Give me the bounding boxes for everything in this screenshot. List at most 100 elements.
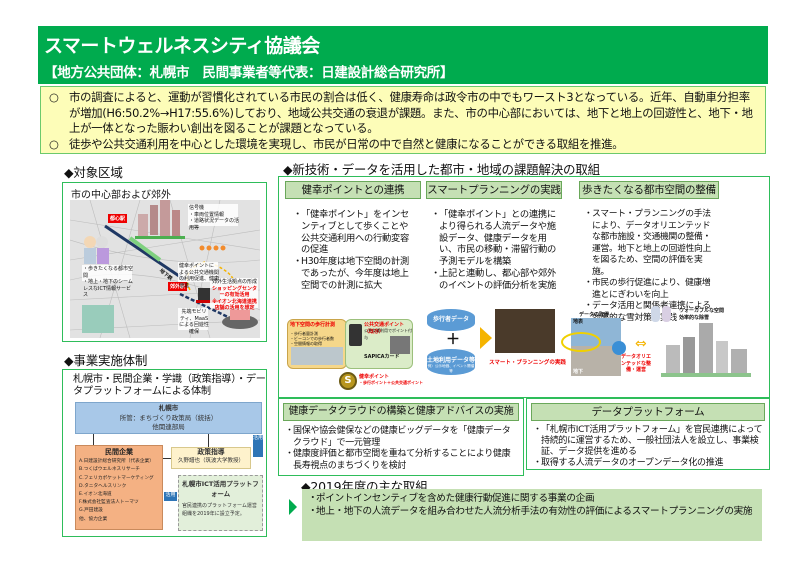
bullet-text: H30年度は地下空間の計測であったが、今年度は地上空間での計測に拡大 bbox=[301, 256, 409, 291]
double-arrow-icon: ⇔ bbox=[635, 336, 647, 352]
triangle-arrow-icon bbox=[289, 499, 297, 515]
area-map: 都心駅 郊外駅 地下鉄 信号機 ・車両位置情報 ・道路状況データの活用等 ・歩き… bbox=[70, 200, 260, 338]
org-platform-name: 札幌市ICT活用プラットフォーム bbox=[182, 480, 259, 498]
map-caption: 市の中心部および郊外 bbox=[71, 190, 171, 201]
org-policy-name: 政策指導 bbox=[197, 448, 225, 456]
summary-text: 市の調査によると、運動が習慣化されている市民の割合は低く、健康寿命は政令市の中で… bbox=[69, 90, 753, 135]
summary-item: ○ 市の調査によると、運動が習慣化されている市民の割合は低く、健康寿命は政令市の… bbox=[49, 90, 757, 137]
bullet-text: 市民の歩行促進により、健康増進とにぎわいを向上 bbox=[592, 278, 711, 300]
transit-point-panel: 公共交通ポイント（既存） 公共交通利用でポイント付与 SAPICAカード bbox=[345, 319, 413, 369]
fy2019-box: ・ポイントインセンティブを含めた健康行動促進に関する事業の企画 ・地上・地下の人… bbox=[302, 489, 762, 541]
health-point-sub: ・歩行ポイント＋公共交通ポイント bbox=[359, 380, 423, 385]
bullet-text: スマート・プランニングの手法により、データオリエンテッドな都市施設・交通機関の整… bbox=[592, 209, 711, 277]
pedestrian-data-label: 歩行者データ bbox=[432, 316, 469, 323]
data-platform-title: データプラットフォーム bbox=[531, 403, 765, 421]
transit-point-title: 公共交通ポイント（既存） bbox=[364, 322, 405, 335]
health-point-bullets: ・「健幸ポイント」をインセンティブとして歩くことや公共交通利用への行動変容の促進… bbox=[293, 209, 411, 292]
page-subtitle: 【地方公共団体：札幌市 民間事業者等代表：日建設計総合研究所】 bbox=[44, 65, 454, 81]
smart-planning-caption: スマート・プランニングの実践 bbox=[489, 360, 566, 366]
transit-point-sub: 公共交通利用でポイント付与 bbox=[364, 328, 412, 340]
data-platform-bullets: ・「札幌市ICT活用プラットフォーム」を官民連携によって持続的に運営するため、一… bbox=[533, 425, 765, 469]
underground-measure-title: 地下空間の歩行計測 bbox=[290, 322, 336, 328]
pedestrian-data-db-icon: 歩行者データ bbox=[427, 309, 475, 331]
bullet-text: 地上・地下の人流データを組み合わせた人流分析手法の有効性の評価によるスマートプラ… bbox=[316, 505, 753, 517]
bullet-text: 国保や協会健保などの健康ビッグデータを「健康データクラウド」で一元管理 bbox=[293, 426, 511, 448]
bullet-text: 健康度評価と都市空間を重ねて分析することにより健康長寿視点のまちづくりを検討 bbox=[293, 449, 511, 471]
health-cloud-box: 健康データクラウドの構築と健康アドバイスの実施 ・国保や協会健保などの健康ビッグ… bbox=[278, 398, 524, 476]
mobility-note: 先端モビリティ、MaaSによる回遊性確保 bbox=[179, 309, 209, 335]
circle-bullet-icon: ○ bbox=[49, 136, 59, 151]
suburb-hub-note: 郊外生活拠点の形成 ショッピングセンターの有効活用 ※イオン北海道連携店舗の活用… bbox=[211, 279, 258, 312]
org-platform-note: 官民連携のプラットフォーム運営組織を2019年に設立予定。 bbox=[182, 503, 257, 517]
tab-walkable-city: 歩きたくなる都市空間の整備 bbox=[579, 181, 719, 199]
org-member: D.タニタヘルスリンク bbox=[79, 483, 127, 489]
globe-icon bbox=[612, 341, 626, 355]
health-point-coin-icon: S bbox=[339, 372, 357, 390]
underground-label: 地下 bbox=[573, 369, 584, 375]
health-point-label: 健幸ポイント bbox=[359, 374, 390, 380]
walkable-label: ウォーカブルな空間 bbox=[679, 308, 725, 314]
org-city-name: 札幌市 bbox=[158, 404, 179, 412]
circle-bullet-icon: ○ bbox=[49, 90, 59, 104]
smartphone-icon bbox=[349, 324, 362, 346]
data-acquisition-label: データの取得 bbox=[579, 312, 610, 318]
org-private-name: 民間企業 bbox=[105, 448, 133, 456]
initiatives-frame: 健幸ポイントとの連携 スマートプランニングの実践 歩きたくなる都市空間の整備 ・… bbox=[278, 176, 770, 398]
initiatives-heading: ◆新技術・データを活用した都市・地域の課題解決の取組 bbox=[283, 162, 600, 177]
target-area-heading: ◆対象区域 bbox=[64, 165, 123, 180]
target-area-box: 市の中心部および郊外 bbox=[62, 182, 267, 342]
underground-measure-sub: ・歩行者量計測 ・ビーコンでの歩行者数 ・空間情報の取得 bbox=[290, 330, 334, 346]
bullet-text: ポイントインセンティブを含めた健康行動促進に関する事業の企画 bbox=[316, 493, 595, 504]
tab-smart-planning: スマートプランニングの実践 bbox=[426, 181, 562, 199]
suburb-station-label: 郊外駅 bbox=[168, 282, 188, 291]
underground-measure-panel: 地下空間の歩行計測 ・歩行者量計測 ・ビーコンでの歩行者数 ・空間情報の取得 bbox=[287, 319, 347, 369]
connector-line bbox=[208, 434, 209, 447]
fy2019-bullets: ・ポイントインセンティブを含めた健康行動促進に関する事業の企画 ・地上・地下の人… bbox=[308, 493, 753, 517]
walkable-note: ・歩きたくなる都市空間 ・地上・地下のシームレスなICT情報サービス bbox=[83, 266, 134, 298]
org-member: G.戸田建設 bbox=[79, 508, 103, 514]
org-city-dept: 所管：まちづくり政策局（統括） bbox=[119, 413, 218, 422]
health-cloud-title: 健康データクラウドの構築と健康アドバイスの実施 bbox=[283, 403, 519, 421]
bullet-text: 取得する人流データのオープンデータ化の推進 bbox=[541, 458, 724, 468]
shopping-center-label: ショッピングセンターの有効活用 bbox=[211, 285, 257, 299]
elderly-person-icon bbox=[651, 306, 660, 322]
aeon-note: ※イオン北海道連携店舗の活用を想定 bbox=[212, 298, 257, 312]
org-member: E.イオン北海道 bbox=[79, 492, 112, 498]
underground-photo bbox=[291, 347, 343, 365]
land-use-db-icon: 土地利用データ等 例）公示地価、イベント開催等 bbox=[427, 349, 475, 375]
connector-line bbox=[93, 434, 94, 445]
health-point-note: 健幸ポイントによる公共交通機関の利用促進、健康増進 bbox=[179, 263, 220, 289]
org-platform-box: 札幌市ICT活用プラットフォーム 官民連携のプラットフォーム運営組織を2019年… bbox=[178, 475, 263, 531]
org-caption: 札幌市・民間企業・学識（政策指導）・データプラットフォームによる体制 bbox=[73, 374, 266, 397]
ground-label: 地表 bbox=[573, 319, 584, 325]
org-member: B.つくばウエルネスリサーチ bbox=[79, 467, 140, 473]
plus-icon: ＋ bbox=[446, 332, 460, 348]
central-station-label: 都心駅 bbox=[108, 214, 128, 223]
station-photo bbox=[495, 309, 555, 353]
org-policy-person: 久野譜也（筑波大学教授） bbox=[177, 458, 244, 464]
snow-label: 効率的な除雪 bbox=[679, 315, 710, 321]
summary-item: ○ 徒歩や公共交通利用を中心とした環境を実現し、市民が日常の中で自然と健康になる… bbox=[49, 137, 757, 153]
smart-planning-bullets: ・「健幸ポイント」との連携により得られる人流データや施設データ、健康データを用い… bbox=[431, 209, 559, 292]
elderly-person-icon bbox=[662, 306, 671, 322]
health-cloud-bullets: ・国保や協会健保などの健康ビッグデータを「健康データクラウド」で一元管理 ・健康… bbox=[285, 426, 519, 472]
land-use-sub: 例）公示地価、イベント開催等 bbox=[427, 364, 475, 373]
bullet-text: 「健幸ポイント」をインセンティブとして歩くことや公共交通利用への行動変容の促進 bbox=[301, 209, 409, 256]
cycle-arrows-icon bbox=[561, 332, 601, 352]
walkable-city-bullets: ・スマート・プランニングの手法により、データオリエンテッドな都市施設・交通機関の… bbox=[584, 209, 714, 324]
header-banner: スマートウェルネスシティ協議会 【地方公共団体：札幌市 民間事業者等代表：日建設… bbox=[38, 26, 768, 84]
use-tag: 活用 bbox=[253, 435, 263, 457]
org-box: 札幌市・民間企業・学識（政策指導）・データプラットフォームによる体制 札幌市 所… bbox=[62, 369, 267, 537]
org-city-box: 札幌市 所管：まちづくり政策局（統括） 他関連部局 bbox=[75, 402, 262, 434]
buildings-illustration bbox=[661, 323, 751, 377]
info-note: 信号機 ・車両位置情報 ・道路状況データの活用等 bbox=[189, 205, 240, 231]
sapica-label: SAPICAカード bbox=[364, 354, 400, 360]
tab-health-point: 健幸ポイントとの連携 bbox=[285, 181, 421, 199]
bullet-text: 「札幌市ICT活用プラットフォーム」を官民連携によって持続的に運営するため、一般… bbox=[541, 425, 763, 457]
train-photo bbox=[390, 336, 410, 354]
org-member: F.株式会社監査法人トーマツ bbox=[79, 500, 139, 506]
summary-text: 徒歩や公共交通利用を中心とした環境を実現し、市民が日常の中で自然と健康になること… bbox=[69, 136, 624, 151]
suburb-hub-title: 郊外生活拠点の形成 bbox=[211, 279, 257, 285]
use-tag: 活用 bbox=[164, 492, 177, 501]
connector-line bbox=[163, 458, 171, 459]
